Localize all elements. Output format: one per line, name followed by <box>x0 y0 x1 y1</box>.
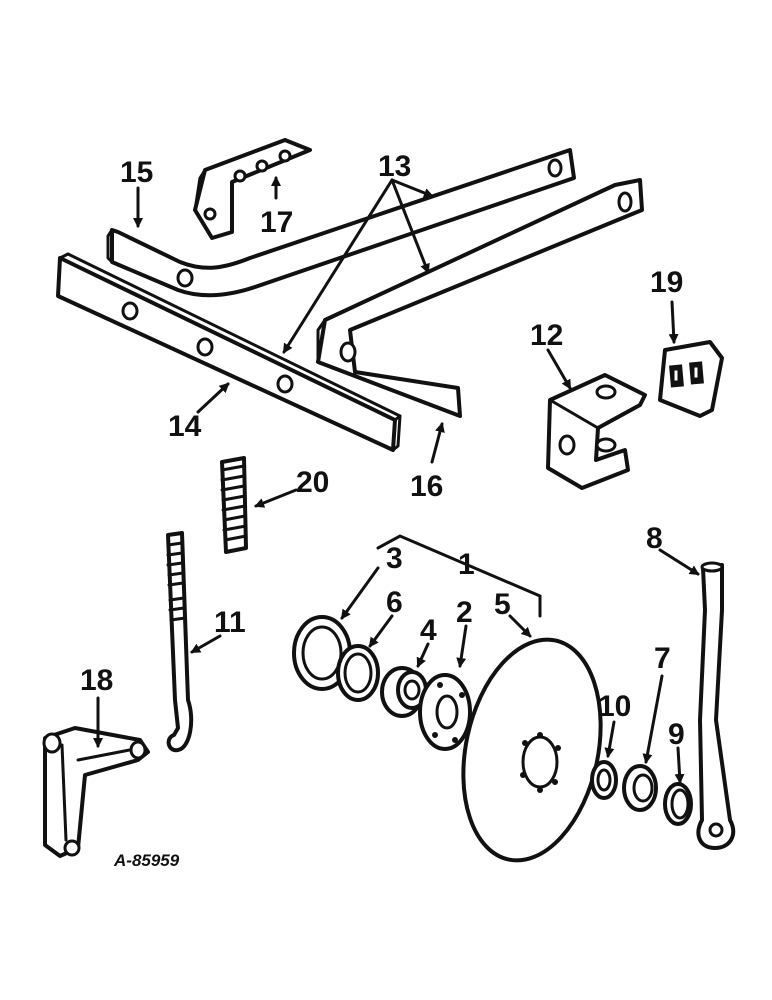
callout-18: 18 <box>80 664 113 697</box>
part-7-bearing <box>622 764 658 812</box>
callout-9: 9 <box>668 718 685 751</box>
callout-11: 11 <box>214 606 246 639</box>
part-16-bar <box>316 178 644 418</box>
bar-15-hole <box>176 268 194 288</box>
part-11-hook-bolt <box>166 531 194 753</box>
callout-16: 16 <box>410 470 443 503</box>
callout-19: 19 <box>650 266 683 299</box>
part-18-arm <box>42 726 150 858</box>
part-9-spring-washer <box>663 782 693 826</box>
part-10-washer <box>590 760 618 800</box>
part-17-bracket <box>193 138 312 240</box>
callout-15: 15 <box>120 156 153 189</box>
part-19-plate <box>658 340 724 418</box>
callouts: 15 17 13 19 12 14 16 20 8 3 1 6 2 5 11 4… <box>80 150 685 870</box>
callout-10: 10 <box>598 690 631 723</box>
callout-1: 1 <box>458 548 475 581</box>
callout-14: 14 <box>168 410 202 443</box>
part-8-axle <box>696 561 736 850</box>
callout-20: 20 <box>296 466 329 499</box>
leader-lines <box>93 176 700 784</box>
callout-17: 17 <box>260 206 293 239</box>
part-2-hub <box>418 673 472 751</box>
part-15-bar <box>106 148 576 298</box>
callout-12: 12 <box>530 319 563 352</box>
part-5-disc <box>461 637 603 863</box>
callout-8: 8 <box>646 522 663 555</box>
callout-3: 3 <box>386 542 403 575</box>
callout-2: 2 <box>456 596 473 629</box>
callout-7: 7 <box>654 642 671 675</box>
callout-5: 5 <box>494 588 511 621</box>
part-6-ring <box>336 644 380 702</box>
part-3-ring <box>292 615 352 691</box>
callout-6: 6 <box>386 586 403 619</box>
callout-13: 13 <box>378 150 411 183</box>
drawing-code: A-85959 <box>113 851 180 870</box>
part-20-spring <box>220 456 248 554</box>
part-12-bracket <box>546 373 647 490</box>
callout-4: 4 <box>420 614 437 647</box>
bar-15-hole <box>547 158 563 178</box>
part-14-bar <box>56 252 402 452</box>
